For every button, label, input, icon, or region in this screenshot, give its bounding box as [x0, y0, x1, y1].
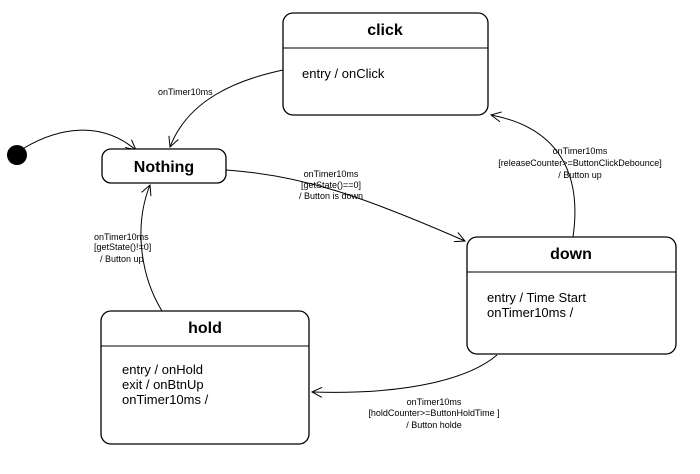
state-hold-action: onTimer10ms / — [122, 392, 209, 407]
state-hold-action: entry / onHold — [122, 362, 203, 377]
state-hold-title: hold — [188, 320, 222, 337]
state-click-box — [282, 12, 489, 116]
state-down: down entry / Time Start onTimer10ms / — [466, 236, 677, 355]
transition-label-line: / Button holde — [406, 420, 462, 430]
transition-click-to-nothing: onTimer10ms — [158, 69, 284, 147]
transition-label-line: [getState()!=0] — [94, 242, 151, 252]
state-nothing: Nothing — [101, 148, 227, 184]
transition-label-line: onTimer10ms — [94, 232, 149, 242]
transition-label-line: onTimer10ms — [407, 397, 462, 407]
state-hold-box — [100, 310, 310, 445]
transition-label-line: / Button up — [100, 254, 144, 264]
transition-label-line: / Button is down — [299, 191, 363, 201]
transition-label-line: [getState()==0] — [301, 180, 361, 190]
state-click-action: entry / onClick — [302, 66, 385, 81]
initial-state-dot — [7, 145, 27, 165]
state-hold-action: exit / onBtnUp — [122, 377, 204, 392]
initial-transition-arrow — [23, 129, 136, 150]
transition-label-line: / Button up — [558, 170, 602, 180]
transition-down-to-click-arrow — [491, 115, 576, 238]
transition-nothing-to-down-arrow — [225, 169, 465, 241]
state-click-title: click — [367, 22, 403, 39]
state-hold: hold entry / onHold exit / onBtnUp onTim… — [100, 310, 310, 445]
state-down-box — [466, 236, 677, 355]
transition-click-to-nothing-arrow — [170, 69, 284, 147]
transition-down-to-hold-arrow — [312, 354, 498, 392]
transition-label-line: onTimer10ms — [158, 87, 213, 97]
state-down-action: onTimer10ms / — [487, 305, 574, 320]
transition-hold-to-nothing: onTimer10ms [getState()!=0] / Button up — [94, 185, 163, 312]
transition-down-to-click: onTimer10ms [releaseCounter>=ButtonClick… — [491, 115, 662, 238]
transition-label-line: [holdCounter>=ButtonHoldTime ] — [368, 408, 499, 418]
transition-down-to-hold: onTimer10ms [holdCounter>=ButtonHoldTime… — [312, 354, 500, 430]
transition-label-line: [releaseCounter>=ButtonClickDebounce] — [498, 158, 662, 168]
state-nothing-title: Nothing — [134, 159, 194, 176]
state-down-action: entry / Time Start — [487, 290, 586, 305]
transition-hold-to-nothing-arrow — [140, 185, 163, 312]
transition-label-line: onTimer10ms — [553, 146, 608, 156]
state-nothing-box — [101, 148, 227, 184]
transition-label-line: onTimer10ms — [304, 169, 359, 179]
state-down-title: down — [550, 246, 592, 263]
state-click: click entry / onClick — [282, 12, 489, 116]
transition-nothing-to-down: onTimer10ms [getState()==0] / Button is … — [225, 169, 465, 241]
